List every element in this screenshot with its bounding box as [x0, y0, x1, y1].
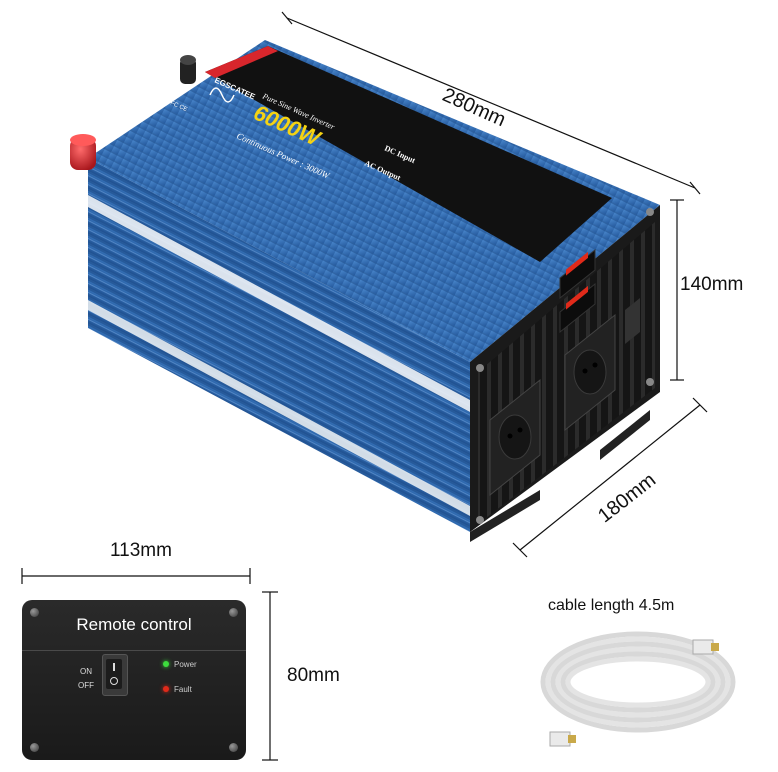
rj45-connector	[549, 731, 576, 747]
remote-width-label: 113mm	[110, 540, 172, 561]
rj45-connector	[692, 639, 719, 655]
screw-icon	[229, 608, 238, 617]
power-switch	[625, 298, 640, 344]
remote-title: Remote control	[76, 615, 192, 634]
cable-coil	[540, 631, 736, 733]
remote-divider	[22, 650, 246, 651]
screw-icon	[30, 608, 39, 617]
screw-icon	[229, 743, 238, 752]
rocker-switch-icon	[106, 659, 122, 689]
positive-terminal	[70, 134, 96, 170]
remote-control-panel: Remote control	[22, 600, 246, 760]
power-led-icon	[163, 661, 169, 667]
cable-length-label: cable length 4.5m	[548, 597, 675, 614]
screw-icon	[30, 743, 39, 752]
ac-socket	[564, 313, 616, 432]
negative-terminal	[180, 55, 196, 84]
dimension-lines	[21, 11, 708, 761]
sine-wave-icon	[209, 87, 235, 103]
power-led-label: Power	[174, 660, 197, 669]
off-label: OFF	[78, 681, 94, 690]
fault-led-icon	[163, 686, 169, 692]
remote-height-label: 80mm	[287, 665, 340, 686]
height-label: 140mm	[680, 274, 744, 295]
fault-led-label: Fault	[174, 685, 192, 694]
product-label	[205, 46, 612, 262]
inverter-top-face	[88, 40, 660, 362]
ac-socket	[489, 378, 541, 497]
on-label: ON	[80, 667, 92, 676]
